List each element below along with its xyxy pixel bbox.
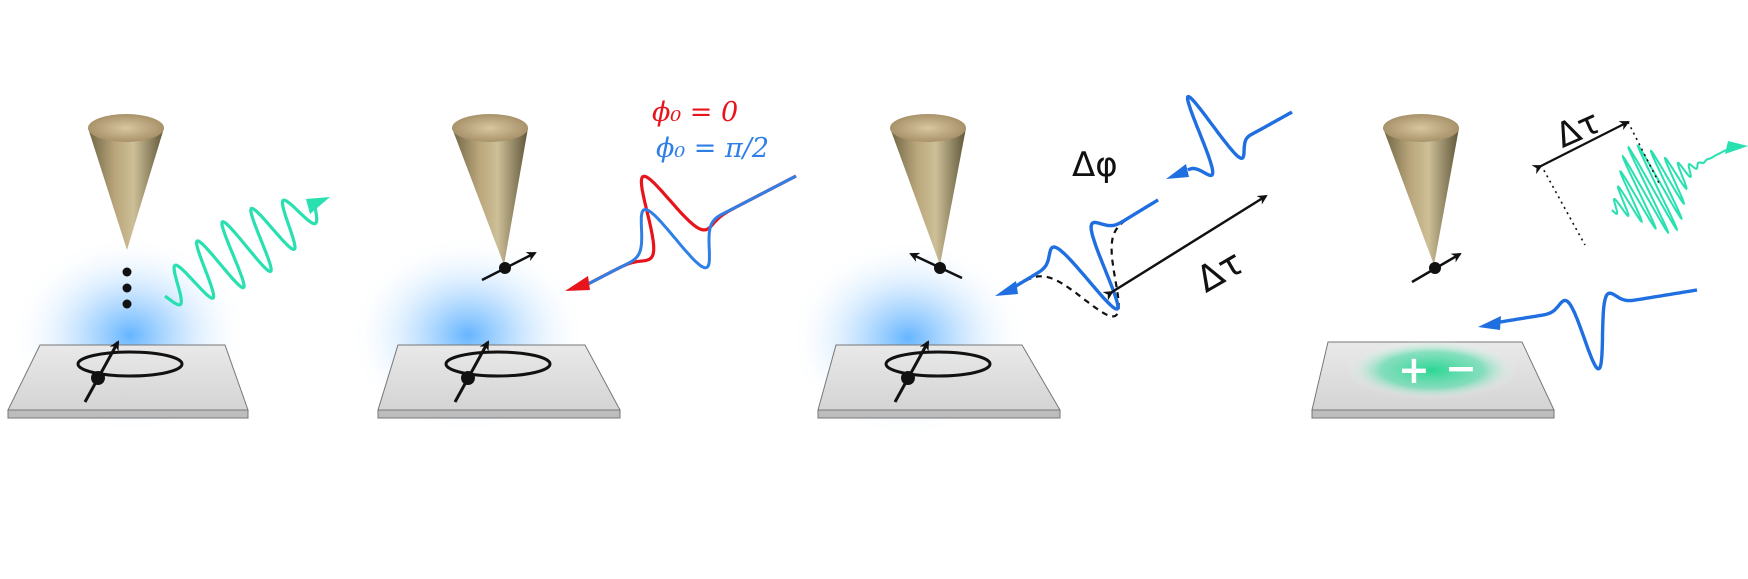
substrate-icon xyxy=(817,344,1061,419)
stm-tip-icon xyxy=(890,114,966,265)
spin-arrow-icon xyxy=(83,340,120,403)
substrate-icon xyxy=(7,344,249,419)
legend-phase-pi2: ϕ₀ = π/2 xyxy=(656,133,769,164)
charge-plus: + xyxy=(1398,348,1430,392)
delay-label: Δτ xyxy=(1550,102,1606,156)
tip-spin-arrow-icon xyxy=(481,251,537,282)
legend-phase-0: ϕ₀ = 0 xyxy=(652,97,738,128)
incoming-pulse xyxy=(1166,94,1293,179)
stm-tip-icon xyxy=(88,114,164,250)
stm-tip-icon xyxy=(452,114,528,265)
delay-label: Δτ xyxy=(1190,242,1251,301)
delay-arrow xyxy=(1531,121,1630,175)
delay-guide-left xyxy=(1540,164,1586,246)
pulse-pair xyxy=(565,174,797,291)
phase-shift-label: Δφ xyxy=(1072,145,1118,185)
green-glow xyxy=(1346,340,1518,400)
substrate-icon xyxy=(377,344,621,419)
delay-arrow xyxy=(1102,194,1268,301)
pulse-icon xyxy=(164,197,330,307)
panel-3: Δφ Δτ xyxy=(788,94,1293,438)
tip-spin-arrow-icon xyxy=(909,252,963,280)
panel-1 xyxy=(7,114,330,435)
panel-4: + − Δτ xyxy=(1311,102,1748,419)
tunneling-dots xyxy=(122,267,132,309)
spin-arrow-icon xyxy=(453,340,490,403)
panel-2: ϕ₀ = 0 ϕ₀ = π/2 xyxy=(348,97,797,435)
orbit-ring xyxy=(76,350,184,378)
emitted-pulse xyxy=(1611,141,1748,235)
orbit-ring xyxy=(444,350,552,378)
orbit-ring xyxy=(884,350,992,378)
tip-spin-arrow-icon xyxy=(1411,252,1462,284)
spin-arrow-icon xyxy=(893,340,930,403)
charge-minus: − xyxy=(1445,346,1477,390)
stm-tip-icon xyxy=(1383,114,1459,265)
incoming-pulse xyxy=(1478,288,1698,371)
reflected-pulse xyxy=(995,198,1159,318)
